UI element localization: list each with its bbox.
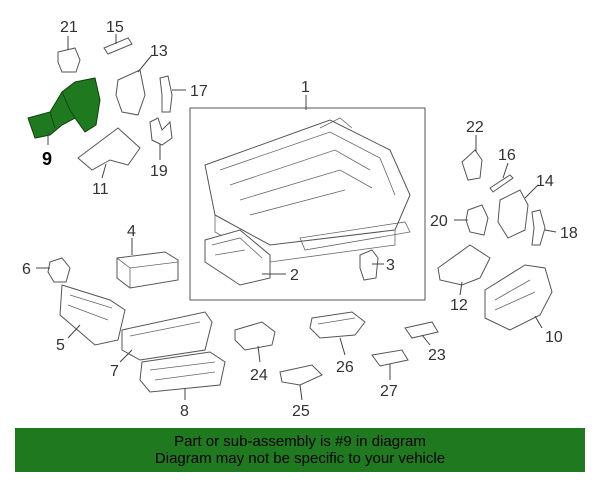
callout-24[interactable]: 24: [250, 367, 268, 384]
callout-11[interactable]: 11: [92, 181, 109, 198]
callout-23[interactable]: 23: [428, 347, 446, 364]
callout-8[interactable]: 8: [180, 403, 189, 420]
part-5[interactable]: [59, 284, 126, 346]
part-1-seat-frame[interactable]: [204, 117, 411, 263]
banner-line-1: Part or sub-assembly is #9 in diagram: [174, 433, 426, 450]
callout-5[interactable]: 5: [56, 337, 65, 354]
part-16[interactable]: [489, 174, 514, 193]
part-4[interactable]: [116, 251, 179, 289]
part-11[interactable]: [77, 127, 141, 171]
callout-2[interactable]: 2: [290, 267, 299, 284]
seat-frame-box: [189, 107, 426, 301]
part-21[interactable]: [57, 47, 81, 73]
part-23[interactable]: [404, 321, 439, 339]
callout-1[interactable]: 1: [301, 79, 310, 96]
callout-7[interactable]: 7: [110, 363, 119, 380]
callout-16[interactable]: 16: [498, 147, 516, 164]
part-19[interactable]: [149, 117, 173, 146]
part-7[interactable]: [121, 311, 213, 361]
part-10[interactable]: [484, 264, 553, 331]
banner-line-2: Diagram may not be specific to your vehi…: [154, 450, 446, 467]
part-14[interactable]: [497, 189, 529, 239]
part-25[interactable]: [279, 364, 323, 386]
callout-10[interactable]: 10: [545, 329, 563, 346]
part-22[interactable]: [461, 149, 483, 181]
leader-lines: [36, 34, 557, 401]
part-18[interactable]: [531, 209, 546, 246]
callout-19[interactable]: 19: [150, 163, 168, 180]
part-3[interactable]: [359, 249, 379, 281]
callout-26[interactable]: 26: [336, 359, 354, 376]
part-2[interactable]: [204, 229, 271, 286]
part-6[interactable]: [47, 257, 71, 283]
part-8[interactable]: [139, 351, 226, 393]
callout-15[interactable]: 15: [106, 19, 124, 36]
callout-20[interactable]: 20: [430, 213, 448, 230]
callout-14[interactable]: 14: [536, 173, 554, 190]
callout-25[interactable]: 25: [292, 403, 310, 420]
part-12[interactable]: [437, 244, 491, 286]
part-9-highlighted[interactable]: [27, 77, 101, 139]
part-info-banner: Part or sub-assembly is #9 in diagram Di…: [15, 428, 585, 472]
callout-6[interactable]: 6: [22, 261, 31, 278]
part-26[interactable]: [309, 311, 366, 339]
callout-3[interactable]: 3: [386, 257, 395, 274]
callout-18[interactable]: 18: [560, 225, 578, 242]
callout-labels: 1 2 3 4 5 6 7 8 9 10 11 12 13 14 15 16 1…: [22, 19, 578, 420]
callout-21[interactable]: 21: [60, 19, 78, 36]
part-15[interactable]: [103, 37, 133, 55]
part-20[interactable]: [465, 204, 489, 236]
callout-17[interactable]: 17: [190, 83, 208, 100]
callout-22[interactable]: 22: [466, 119, 484, 136]
part-27[interactable]: [371, 349, 409, 367]
callout-13[interactable]: 13: [150, 43, 168, 60]
callout-4[interactable]: 4: [127, 223, 136, 240]
callout-9[interactable]: 9: [42, 149, 52, 169]
part-24[interactable]: [234, 321, 276, 351]
callout-27[interactable]: 27: [380, 383, 398, 400]
part-17[interactable]: [159, 75, 173, 113]
callout-12[interactable]: 12: [450, 297, 468, 314]
part-13[interactable]: [115, 69, 146, 116]
seat-parts-diagram: 1 2 3 4 5 6 7 8 9 10 11 12 13 14 15 16 1…: [22, 19, 578, 420]
